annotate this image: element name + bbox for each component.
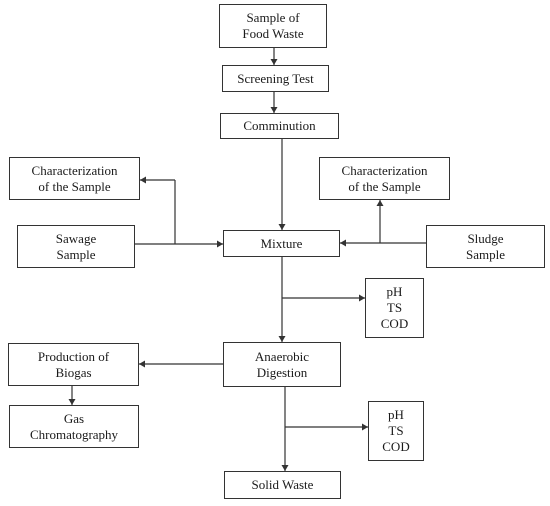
arrowhead-characterization-left <box>140 176 146 184</box>
arrowhead-analysis-2 <box>362 423 368 431</box>
analysis-1-cod: COD <box>380 316 409 331</box>
production-biogas-line-2: Biogas <box>55 364 92 380</box>
characterization-right-line-1: Characterization <box>341 162 428 178</box>
characterization-right-box: Characterization of the Sample <box>319 157 450 200</box>
mixture-box: Mixture <box>223 230 340 257</box>
analysis-box-1: pH TS COD <box>365 278 424 338</box>
solid-waste-box: Solid Waste <box>224 471 341 499</box>
arrowhead-characterization-right <box>376 200 384 206</box>
sewage-sample-box: Sawage Sample <box>17 225 135 268</box>
arrowhead-digestion <box>278 336 286 342</box>
gas-chromatography-box: Gas Chromatography <box>9 405 139 448</box>
sample-food-waste-line-1: Sample of <box>246 10 300 25</box>
anaerobic-digestion-box: Anaerobic Digestion <box>223 342 341 387</box>
analysis-2-cod: COD <box>382 439 410 454</box>
anaerobic-digestion-line-1: Anaerobic <box>254 348 310 364</box>
screening-test-label: Screening Test <box>237 70 314 86</box>
sewage-sample-line-2: Sample <box>56 246 96 262</box>
arrowhead-mixture-top <box>278 224 286 230</box>
comminution-box: Comminution <box>220 113 339 139</box>
sludge-sample-line-2: Sample <box>466 246 505 262</box>
sludge-sample-line-1: Sludge <box>467 230 504 246</box>
arrowhead-solid-waste <box>281 465 289 471</box>
analysis-2-ph: pH <box>388 407 404 422</box>
gas-chromatography-line-2: Chromatography <box>29 426 119 442</box>
characterization-right-line-2: of the Sample <box>348 178 421 194</box>
analysis-box-2: pH TS COD <box>368 401 424 461</box>
sample-food-waste-box: Sample of Food Waste <box>219 4 327 48</box>
gas-chromatography-line-1: Gas <box>63 410 85 426</box>
characterization-left-line-1: Characterization <box>31 162 118 178</box>
arrowhead-mixture-right <box>340 239 346 247</box>
anaerobic-digestion-line-2: Digestion <box>256 364 308 380</box>
characterization-left-box: Characterization of the Sample <box>9 157 140 200</box>
arrowhead-analysis-1 <box>359 294 365 302</box>
analysis-2-ts: TS <box>388 423 404 438</box>
mixture-label: Mixture <box>260 235 303 251</box>
sewage-sample-line-1: Sawage <box>55 230 97 246</box>
comminution-label: Comminution <box>243 118 316 133</box>
arrowhead-comminution <box>270 107 278 113</box>
production-biogas-box: Production of Biogas <box>8 343 139 386</box>
characterization-left-line-2: of the Sample <box>38 178 111 194</box>
arrowhead-screening <box>270 59 278 65</box>
arrowhead-chromatography <box>68 399 76 405</box>
analysis-1-ts: TS <box>386 300 403 315</box>
sludge-sample-box: Sludge Sample <box>426 225 545 268</box>
production-biogas-line-1: Production of <box>37 348 110 364</box>
arrowhead-biogas <box>139 360 145 368</box>
analysis-1-ph: pH <box>386 284 403 299</box>
solid-waste-label: Solid Waste <box>251 477 314 492</box>
sample-food-waste-line-2: Food Waste <box>242 26 304 41</box>
screening-test-box: Screening Test <box>222 65 329 92</box>
arrowhead-mixture-left <box>217 240 223 248</box>
